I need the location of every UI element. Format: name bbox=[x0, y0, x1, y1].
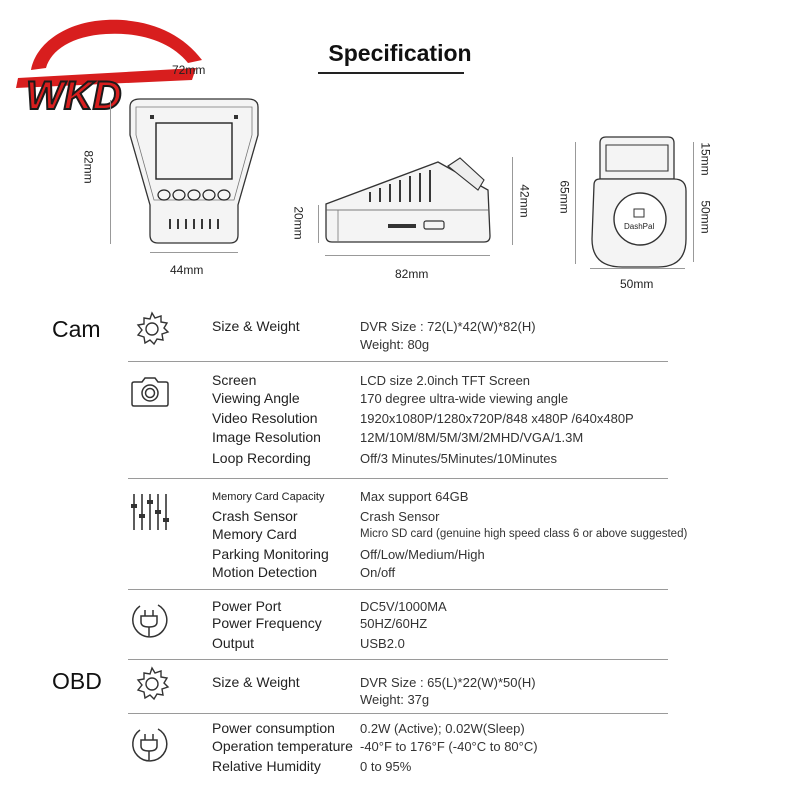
obd-device-diagram: DashPal bbox=[582, 135, 692, 275]
car-logo-icon: WKD bbox=[16, 19, 202, 119]
memory-card-value: Micro SD card (genuine high speed class … bbox=[360, 528, 688, 540]
obd-bottom-dimension: 50mm bbox=[620, 277, 654, 291]
relative-humidity-value: 0 to 95% bbox=[360, 759, 412, 774]
viewing-angle-value: 170 degree ultra-wide viewing angle bbox=[360, 391, 569, 406]
obd-right-dim-line bbox=[693, 142, 694, 262]
parking-monitoring-label: Parking Monitoring bbox=[212, 546, 329, 562]
gear-icon bbox=[130, 662, 174, 706]
screen-value: LCD size 2.0inch TFT Screen bbox=[360, 373, 531, 388]
obd-section-label: OBD bbox=[52, 668, 102, 694]
obd-brand-label: DashPal bbox=[624, 222, 655, 231]
obd-bottom-dim-line bbox=[590, 268, 685, 269]
power-port-value: DC5V/1000MA bbox=[360, 599, 447, 614]
front-top-dimension: 72mm bbox=[172, 63, 206, 77]
side-left-dimension: 20mm bbox=[291, 206, 306, 240]
svg-text:WKD: WKD bbox=[26, 74, 122, 113]
memory-capacity-label: Memory Card Capacity bbox=[212, 491, 325, 503]
side-left-dim-line bbox=[318, 205, 319, 243]
loop-recording-value: Off/3 Minutes/5Minutes/10Minutes bbox=[360, 451, 558, 466]
operation-temperature-value: -40°F to 176°F (-40°C to 80°C) bbox=[360, 739, 538, 754]
power-consumption-value: 0.2W (Active); 0.02W(Sleep) bbox=[360, 721, 525, 736]
side-bottom-dim-line bbox=[325, 255, 490, 256]
camera-front-diagram bbox=[120, 95, 270, 255]
obd-weight-value: Weight: 37g bbox=[360, 692, 430, 707]
page-title: Specification bbox=[328, 40, 472, 66]
gear-icon bbox=[130, 307, 174, 351]
video-resolution-label: Video Resolution bbox=[212, 410, 318, 426]
memory-card-label: Memory Card bbox=[212, 526, 297, 542]
image-resolution-value: 12M/10M/8M/5M/3M/2MHD/VGA/1.3M bbox=[360, 430, 584, 445]
relative-humidity-label: Relative Humidity bbox=[212, 758, 321, 774]
obd-right-top-dimension: 15mm bbox=[698, 142, 713, 176]
crash-sensor-value: Crash Sensor bbox=[360, 509, 440, 524]
brand-logo: WKD bbox=[6, 8, 206, 119]
camera-side-diagram bbox=[318, 150, 508, 250]
title-underline bbox=[318, 72, 464, 74]
cam-section-label: Cam bbox=[52, 316, 101, 342]
power-plug-icon bbox=[128, 598, 172, 642]
row-divider bbox=[128, 478, 668, 479]
viewing-angle-label: Viewing Angle bbox=[212, 390, 300, 406]
obd-right-mid-dimension: 50mm bbox=[698, 200, 713, 234]
parking-monitoring-value: Off/Low/Medium/High bbox=[360, 547, 485, 562]
side-right-dim-line bbox=[512, 157, 513, 245]
screen-label: Screen bbox=[212, 372, 257, 388]
cam-size-value: DVR Size : 72(L)*42(W)*82(H) bbox=[360, 319, 536, 334]
front-left-dimension: 82mm bbox=[81, 150, 96, 184]
video-resolution-value: 1920x1080P/1280x720P/848 x480P /640x480P bbox=[360, 411, 634, 426]
side-right-dimension: 42mm bbox=[517, 184, 532, 218]
operation-temperature-label: Operation temperature bbox=[212, 738, 353, 754]
obd-left-dim-line bbox=[575, 142, 576, 264]
loop-recording-label: Loop Recording bbox=[212, 450, 311, 466]
power-frequency-value: 50HZ/60HZ bbox=[360, 616, 428, 631]
row-divider bbox=[128, 361, 668, 362]
front-left-dim-line bbox=[110, 100, 111, 244]
camera-icon bbox=[128, 370, 172, 414]
output-label: Output bbox=[212, 635, 255, 651]
front-bottom-dimension: 44mm bbox=[170, 263, 204, 277]
output-value: USB2.0 bbox=[360, 636, 405, 651]
obd-size-label: Size & Weight bbox=[212, 674, 300, 690]
image-resolution-label: Image Resolution bbox=[212, 429, 321, 445]
side-bottom-dimension: 82mm bbox=[395, 267, 429, 281]
power-frequency-label: Power Frequency bbox=[212, 615, 322, 631]
power-plug-icon bbox=[128, 722, 172, 766]
obd-size-value: DVR Size : 65(L)*22(W)*50(H) bbox=[360, 675, 536, 690]
cam-weight-value: Weight: 80g bbox=[360, 337, 430, 352]
power-consumption-label: Power consumption bbox=[212, 720, 335, 736]
cam-size-label: Size & Weight bbox=[212, 318, 300, 334]
sliders-icon bbox=[128, 490, 172, 534]
motion-detection-label: Motion Detection bbox=[212, 564, 318, 580]
motion-detection-value: On/off bbox=[360, 565, 396, 580]
obd-left-dimension: 65mm bbox=[557, 180, 572, 214]
row-divider bbox=[128, 713, 668, 714]
memory-capacity-value: Max support 64GB bbox=[360, 489, 469, 504]
front-bottom-dim-line bbox=[150, 252, 238, 253]
power-port-label: Power Port bbox=[212, 598, 282, 614]
crash-sensor-label: Crash Sensor bbox=[212, 508, 298, 524]
row-divider bbox=[128, 659, 668, 660]
row-divider bbox=[128, 589, 668, 590]
